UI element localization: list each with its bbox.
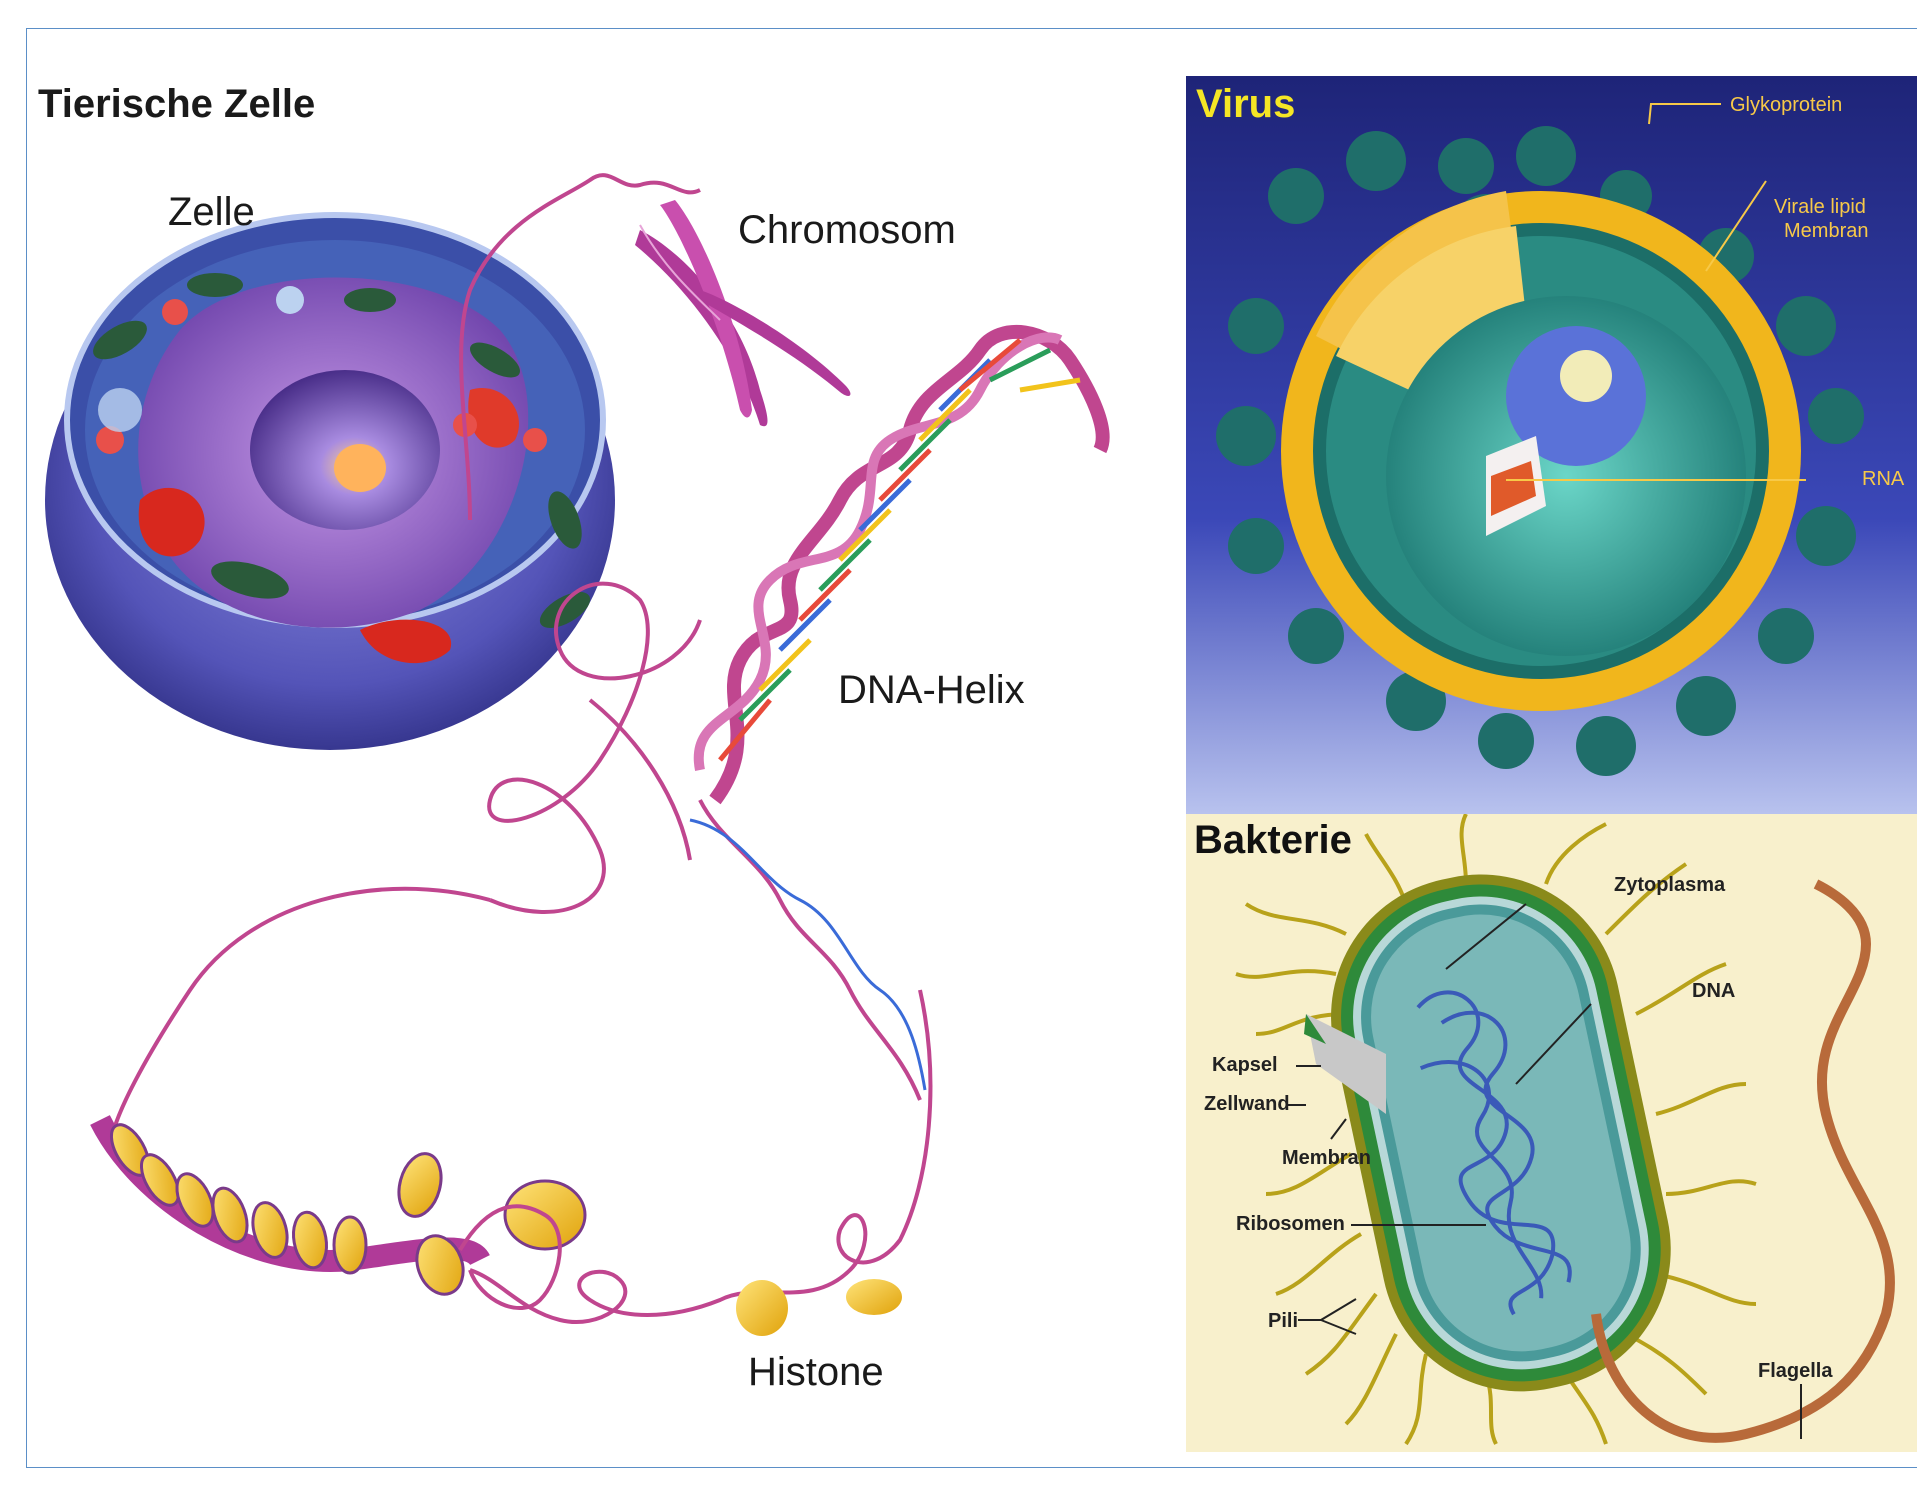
label-pili: Pili — [1268, 1310, 1298, 1333]
label-zytoplasma: Zytoplasma — [1614, 874, 1725, 897]
label-flagella: Flagella — [1758, 1360, 1832, 1383]
label-membran: Membran — [1282, 1147, 1371, 1170]
virus-illustration — [1186, 76, 1917, 814]
label-zellwand: Zellwand — [1204, 1093, 1290, 1116]
label-glykoprotein: Glykoprotein — [1730, 94, 1842, 117]
label-virale-lipid: Virale lipid — [1774, 196, 1866, 219]
label-dna-helix: DNA-Helix — [838, 668, 1025, 713]
label-ribosomen: Ribosomen — [1236, 1213, 1345, 1236]
virus-title: Virus — [1196, 82, 1295, 127]
label-histone: Histone — [748, 1350, 884, 1395]
chromatin-fiber — [100, 1119, 585, 1308]
label-dna: DNA — [1692, 980, 1735, 1003]
dna-helix-graphic — [690, 332, 1103, 1100]
cell-graphic — [45, 215, 615, 750]
bacteria-illustration — [1186, 814, 1917, 1452]
label-chromosom: Chromosom — [738, 208, 956, 253]
label-zelle: Zelle — [168, 190, 255, 235]
virus-panel: Virus Glykoprotein Virale lipid Membran … — [1186, 76, 1917, 814]
bacteria-panel: Bakterie Zytoplasma DNA Kapsel Zellwand … — [1186, 814, 1917, 1452]
label-kapsel: Kapsel — [1212, 1054, 1278, 1077]
label-virale-membran: Membran — [1784, 220, 1868, 243]
label-rna: RNA — [1862, 468, 1904, 491]
animal-cell-title: Tierische Zelle — [38, 82, 315, 127]
bacteria-title: Bakterie — [1194, 818, 1352, 863]
